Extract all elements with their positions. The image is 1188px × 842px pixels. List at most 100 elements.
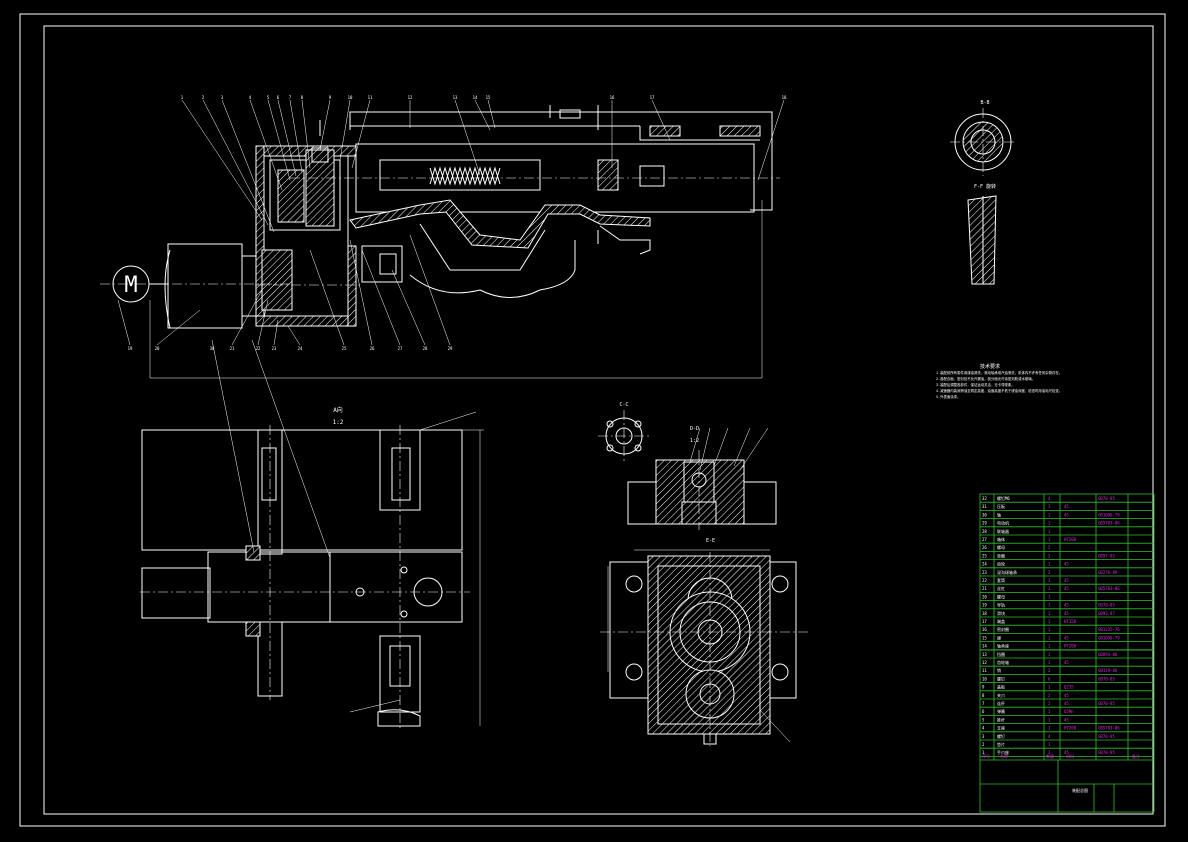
parts-row-qty: 1 bbox=[1048, 603, 1051, 608]
parts-row-no: 10 bbox=[982, 676, 987, 681]
parts-row-name: 连杆 bbox=[997, 700, 1005, 706]
parts-row-name: 滑块 bbox=[997, 610, 1005, 616]
callout-number: 30 bbox=[210, 346, 215, 351]
parts-row-mat: 45 bbox=[1064, 586, 1069, 591]
tech-req-line-4: 4.减速器内装润滑油至规定高度，油面高度不低于浸油深度，检查时用油标尺检查。 bbox=[936, 388, 1062, 393]
motor: M bbox=[100, 243, 290, 329]
parts-row-std: GB70-85 bbox=[1098, 750, 1115, 755]
parts-row-qty: 2 bbox=[1048, 668, 1051, 673]
tech-req-line-3: 3.装配后调整各部件，保证运动灵活，无卡滞现象。 bbox=[936, 382, 1015, 387]
parts-row-name: 螺钉M6 bbox=[997, 495, 1010, 501]
parts-row-std: GB70-85 bbox=[1098, 496, 1115, 501]
parts-row-qty: 2 bbox=[1048, 570, 1051, 575]
callout-number: 5 bbox=[267, 95, 270, 100]
parts-row-qty: 1 bbox=[1048, 742, 1051, 747]
parts-row-std: GB93-87 bbox=[1098, 611, 1115, 616]
callout-number: 19 bbox=[128, 346, 133, 351]
view-ee-label: E-E bbox=[706, 538, 715, 544]
parts-row-no: 15 bbox=[982, 635, 987, 640]
parts-row-std: GB70-85 bbox=[1098, 603, 1115, 608]
parts-row-qty: 4 bbox=[1048, 734, 1051, 739]
callout-number: 4 bbox=[249, 95, 252, 100]
callout-number: 16 bbox=[610, 95, 615, 100]
callout-number: 6 bbox=[277, 95, 280, 100]
parts-row-mat: HT200 bbox=[1064, 537, 1077, 542]
view-cc: C-C bbox=[598, 402, 650, 462]
parts-row-mat: 45 bbox=[1064, 603, 1069, 608]
parts-row-std: GB1096-79 bbox=[1098, 512, 1120, 517]
tech-requirements: 技术要求 1.装配前所有零件用煤油清洗，滚动轴承用汽油清洗，机体内不许有任何杂物… bbox=[936, 363, 1062, 399]
callout-number: 11 bbox=[368, 95, 373, 100]
parts-row-qty: 1 bbox=[1048, 537, 1051, 542]
view-ff-label: F-F 旋转 bbox=[974, 183, 996, 190]
parts-row-std: GB97-85 bbox=[1098, 553, 1115, 558]
header-remark: 备注 bbox=[1132, 753, 1140, 759]
parts-row-no: 31 bbox=[982, 504, 987, 509]
callout-number: 13 bbox=[453, 95, 458, 100]
parts-row-no: 6 bbox=[982, 709, 985, 714]
parts-row-qty: 1 bbox=[1048, 529, 1051, 534]
parts-row-name: 手爪座 bbox=[997, 749, 1009, 755]
parts-row-std: GB70-85 bbox=[1098, 676, 1115, 681]
header-name: 名称 bbox=[1000, 753, 1008, 759]
parts-row-qty: 1 bbox=[1048, 504, 1051, 509]
parts-row-no: 27 bbox=[982, 537, 987, 542]
parts-row-mat: 45 bbox=[1064, 504, 1069, 509]
parts-row-no: 12 bbox=[982, 660, 987, 665]
main-section-view: M bbox=[100, 99, 785, 379]
parts-row-no: 19 bbox=[982, 603, 987, 608]
tech-req-line-5: 5.外表面涂漆。 bbox=[936, 394, 960, 399]
parts-row-no: 24 bbox=[982, 562, 987, 567]
parts-row-qty: 1 bbox=[1048, 685, 1051, 690]
parts-row-name: 套筒 bbox=[997, 577, 1005, 583]
parts-row-name: 压板 bbox=[997, 503, 1005, 509]
parts-row-mat: HT200 bbox=[1064, 644, 1077, 649]
callout-number: 2 bbox=[202, 95, 205, 100]
tech-req-title: 技术要求 bbox=[980, 363, 1000, 370]
parts-row-qty: 1 bbox=[1048, 644, 1051, 649]
parts-row-qty: 1 bbox=[1048, 709, 1051, 714]
parts-row-qty: 2 bbox=[1048, 701, 1051, 706]
callout-number: 10 bbox=[348, 95, 353, 100]
view-ee: E-E bbox=[600, 538, 810, 746]
parts-row-name: 螺钉 bbox=[997, 675, 1005, 681]
parts-row-qty: 1 bbox=[1048, 611, 1051, 616]
parts-row-std: GB5783-86 bbox=[1098, 521, 1120, 526]
header-no: 序号 bbox=[982, 753, 990, 759]
parts-row-name: 推杆 bbox=[997, 716, 1005, 722]
callout-number: 3 bbox=[221, 95, 224, 100]
drawing-name: 装配总图 bbox=[1072, 787, 1088, 793]
callout-number: 14 bbox=[473, 95, 478, 100]
parts-row-qty: 2 bbox=[1048, 545, 1051, 550]
parts-row-mat: 45 bbox=[1064, 750, 1069, 755]
view-a-scale: 1:2 bbox=[333, 419, 344, 426]
parts-row-qty: 1 bbox=[1048, 660, 1051, 665]
parts-row-name: 螺钉 bbox=[997, 733, 1005, 739]
view-bb: B-B F-F 旋转 bbox=[950, 100, 1016, 285]
parts-row-no: 1 bbox=[982, 750, 985, 755]
parts-row-name: 轴承座 bbox=[997, 643, 1009, 649]
parts-row-qty: 1 bbox=[1048, 627, 1051, 632]
parts-row-no: 26 bbox=[982, 545, 987, 550]
callout-number: 27 bbox=[398, 346, 403, 351]
parts-row-qty: 1 bbox=[1048, 521, 1051, 526]
parts-row-no: 2 bbox=[982, 742, 985, 747]
parts-row-std: GB5783-86 bbox=[1098, 726, 1120, 731]
parts-row-name: 箱体 bbox=[997, 536, 1005, 542]
parts-row-name: 齿轮 bbox=[997, 561, 1005, 567]
motor-label: M bbox=[124, 273, 137, 298]
parts-row-name: 螺母 bbox=[997, 593, 1005, 599]
header-mat: 材料 bbox=[1066, 753, 1074, 759]
outer-frame bbox=[19, 13, 1166, 827]
callout-number: 26 bbox=[370, 346, 375, 351]
parts-row-name: 螺母 bbox=[997, 544, 1005, 550]
parts-row-no: 5 bbox=[982, 717, 985, 722]
parts-row-no: 23 bbox=[982, 570, 987, 575]
view-dd-label: D-D bbox=[690, 426, 699, 432]
parts-row-no: 17 bbox=[982, 619, 987, 624]
parts-row-qty: 1 bbox=[1048, 652, 1051, 657]
parts-row-name: 夹爪 bbox=[997, 692, 1005, 698]
